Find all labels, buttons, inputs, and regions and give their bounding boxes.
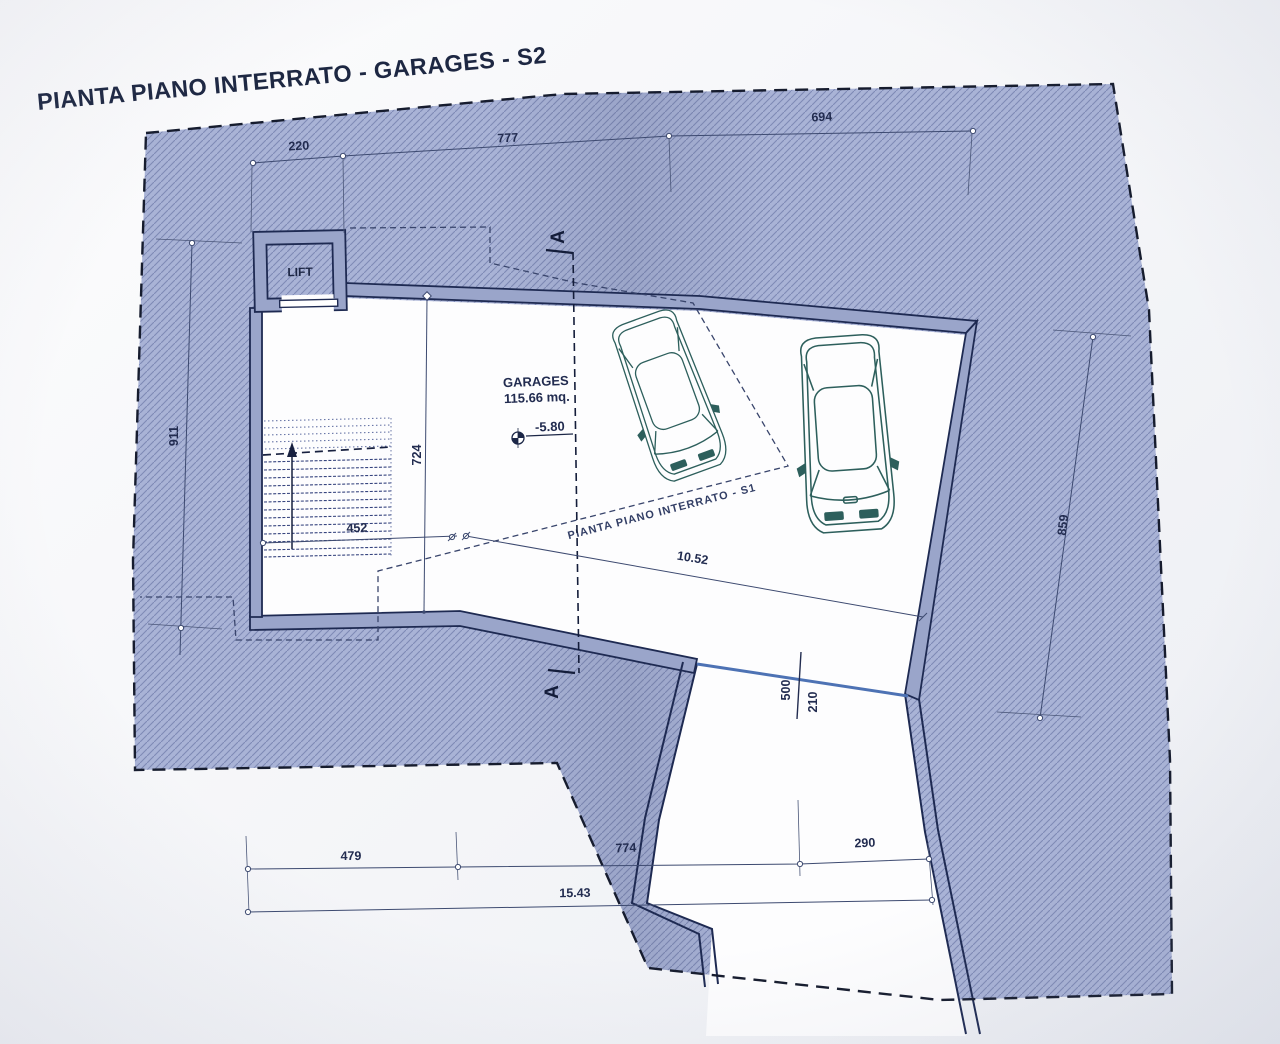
- scanned-floorplan-sheet: 500 210 PIANTA PIANO INTERRATO - S1 LIFT: [0, 0, 1280, 1044]
- scan-vignette: [0, 0, 1280, 1044]
- floorplan-drawing: 500 210 PIANTA PIANO INTERRATO - S1 LIFT: [0, 0, 1280, 1044]
